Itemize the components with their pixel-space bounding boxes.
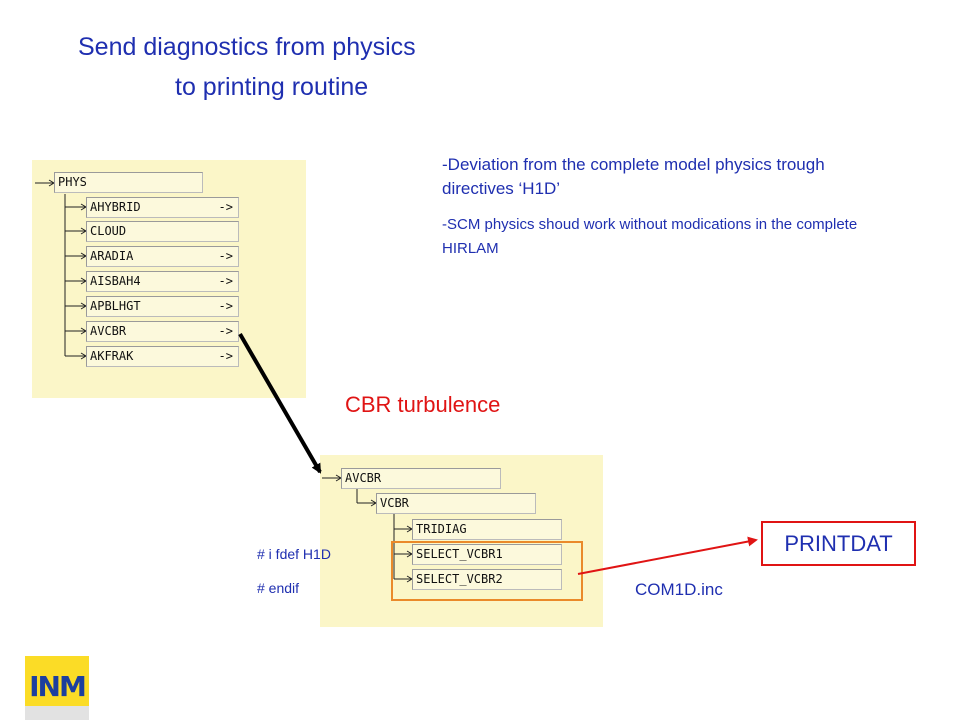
tree-node-cloud[interactable]: CLOUD	[86, 221, 239, 242]
tree-node-label: TRIDIAG	[416, 522, 467, 536]
tree-node-akfrak[interactable]: AKFRAK ->	[86, 346, 239, 367]
tree-node-label: CLOUD	[90, 224, 127, 238]
note-deviation: -Deviation from the complete model physi…	[442, 155, 825, 198]
select-vcbr-highlight	[391, 541, 583, 601]
tree-node-ahybrid[interactable]: AHYBRID ->	[86, 197, 239, 218]
tree-node-label: VCBR	[380, 496, 409, 510]
slide-title-line1: Send diagnostics from physics	[78, 33, 416, 61]
tree-node-label: PHYS	[58, 175, 87, 189]
expand-arrow-icon: ->	[218, 249, 233, 263]
tree-node-label: ARADIA	[90, 249, 134, 263]
to-printdat-arrow	[577, 536, 758, 575]
logo-text: INM	[29, 670, 87, 703]
tree-node-label: AKFRAK	[90, 349, 134, 363]
note-scm-physics: -SCM physics shoud work without modicati…	[442, 216, 858, 257]
tree-node-label: APBLHGT	[90, 299, 141, 313]
tree-node-label: AVCBR	[345, 471, 382, 485]
ifdef-directive: # i fdef H1D	[257, 546, 331, 562]
tree-node-label: AVCBR	[90, 324, 127, 338]
expand-arrow-icon: ->	[218, 349, 233, 363]
endif-directive: # endif	[257, 580, 300, 596]
expand-arrow-icon: ->	[218, 200, 233, 214]
tree-node-avcbr-root[interactable]: AVCBR	[341, 468, 501, 489]
tree-node-label: AHYBRID	[90, 200, 141, 214]
avcbr-expand-arrow	[238, 332, 322, 474]
tree-node-phys[interactable]: PHYS	[54, 172, 203, 193]
expand-arrow-icon: ->	[218, 274, 233, 288]
tree-node-label: SELECT_VCBR2	[416, 572, 503, 586]
tree-node-select-vcbr1[interactable]: SELECT_VCBR1	[412, 544, 562, 565]
printdat-box: PRINTDAT	[761, 521, 916, 566]
logo-base	[25, 706, 89, 720]
tree-node-avcbr[interactable]: AVCBR ->	[86, 321, 239, 342]
slide-title-line2: to printing routine	[175, 73, 369, 101]
tree-node-label: AISBAH4	[90, 274, 141, 288]
expand-arrow-icon: ->	[218, 324, 233, 338]
tree-node-select-vcbr2[interactable]: SELECT_VCBR2	[412, 569, 562, 590]
tree-node-tridiag[interactable]: TRIDIAG	[412, 519, 562, 540]
expand-arrow-icon: ->	[218, 299, 233, 313]
tree-node-aisbah4[interactable]: AISBAH4 ->	[86, 271, 239, 292]
com1d-include-label: COM1D.inc	[635, 580, 723, 599]
tree-node-vcbr[interactable]: VCBR	[376, 493, 536, 514]
tree-node-label: SELECT_VCBR1	[416, 547, 503, 561]
tree-node-aradia[interactable]: ARADIA ->	[86, 246, 239, 267]
cbr-turbulence-label: CBR turbulence	[345, 392, 501, 417]
tree-node-apblhgt[interactable]: APBLHGT ->	[86, 296, 239, 317]
